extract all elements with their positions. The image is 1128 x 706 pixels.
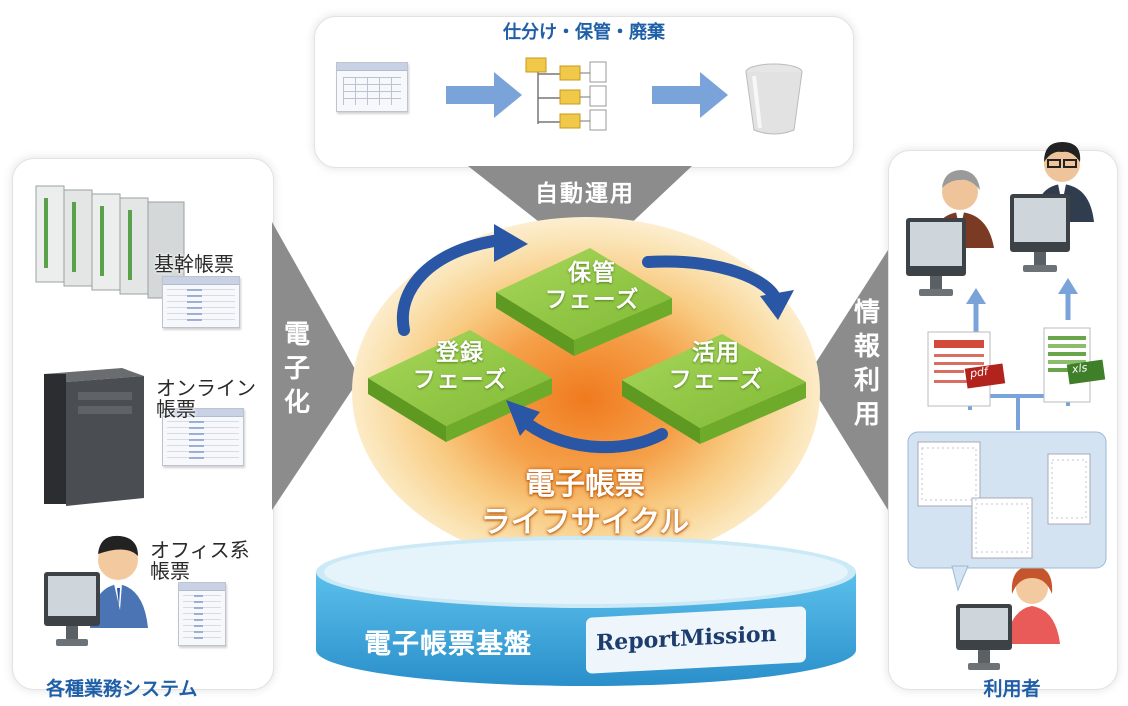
phase-storage-line2: フェーズ bbox=[544, 287, 640, 314]
folder-tree-icon bbox=[525, 57, 607, 131]
top-connector bbox=[468, 166, 692, 262]
lifecycle-title: 電子帳票 ライフサイクル bbox=[460, 466, 710, 542]
right-connector-label: 情報利用 bbox=[853, 298, 880, 430]
platform-label: 電子帳票基盤 bbox=[364, 629, 532, 660]
phase-label-register: 登録 フェーズ bbox=[400, 340, 520, 394]
office-worker-icon bbox=[90, 535, 148, 628]
report-preview-bubble bbox=[907, 431, 1107, 592]
tile-register-top bbox=[368, 330, 552, 426]
top-connector-label: 自動運用 bbox=[535, 181, 635, 207]
phase-register-line2: フェーズ bbox=[412, 367, 508, 394]
office-report-label: オフィス系 帳票 bbox=[150, 538, 250, 583]
tower-server-icon bbox=[44, 368, 144, 506]
phase-storage-line1: 保管 bbox=[568, 260, 616, 286]
phase-utilize-line2: フェーズ bbox=[668, 367, 764, 394]
left-connector bbox=[272, 222, 360, 510]
tile-utilize-top bbox=[622, 334, 806, 428]
cycle-arrow-bottom bbox=[522, 418, 668, 454]
senior-user-monitor bbox=[906, 218, 966, 296]
glasses-user-monitor bbox=[1010, 194, 1070, 272]
left-panel-caption: 各種業務システム bbox=[46, 678, 198, 700]
female-user-monitor bbox=[956, 604, 1012, 670]
mainframe-report-label: 基幹帳票 bbox=[154, 252, 234, 276]
trash-bin-icon bbox=[745, 63, 803, 135]
tile-storage-top bbox=[496, 248, 672, 340]
online-report-doc bbox=[162, 408, 244, 466]
spreadsheet-icon bbox=[336, 62, 408, 112]
xls-document-icon bbox=[1043, 327, 1106, 403]
mainframe-report-doc bbox=[162, 276, 240, 328]
top-panel-title: 仕分け・保管・廃棄 bbox=[503, 22, 665, 43]
phase-utilize-line1: 活用 bbox=[692, 340, 740, 366]
cycle-arrow-top-left bbox=[396, 234, 506, 336]
arrow-right-icon bbox=[446, 72, 522, 118]
office-report-doc bbox=[178, 582, 226, 646]
right-connector bbox=[806, 250, 888, 510]
left-connector-label: 電子化 bbox=[283, 320, 310, 418]
pdf-badge: pdf bbox=[969, 364, 989, 381]
right-panel-caption: 利用者 bbox=[983, 678, 1041, 700]
arrow-up-icon bbox=[1058, 278, 1078, 320]
lifecycle-glow bbox=[352, 217, 820, 567]
cycle-arrow-top-right bbox=[642, 255, 782, 306]
arrow-right-icon bbox=[652, 72, 728, 118]
pdf-document-icon bbox=[927, 331, 1006, 407]
tile-storage-side-right bbox=[574, 298, 672, 356]
female-user-icon bbox=[1006, 566, 1060, 644]
tile-storage-side-left bbox=[496, 292, 574, 356]
office-monitor bbox=[44, 572, 100, 646]
online-report-label: オンライン 帳票 bbox=[156, 376, 256, 421]
phase-label-utilize: 活用 フェーズ bbox=[656, 340, 776, 394]
phase-register-line1: 登録 bbox=[436, 340, 484, 366]
phase-label-storage: 保管 フェーズ bbox=[532, 260, 652, 314]
lifecycle-title-line2: ライフサイクル bbox=[480, 505, 690, 540]
xls-badge: xls bbox=[1071, 360, 1089, 377]
mainframe-servers-icon bbox=[35, 185, 185, 299]
lifecycle-title-line1: 電子帳票 bbox=[525, 467, 645, 502]
